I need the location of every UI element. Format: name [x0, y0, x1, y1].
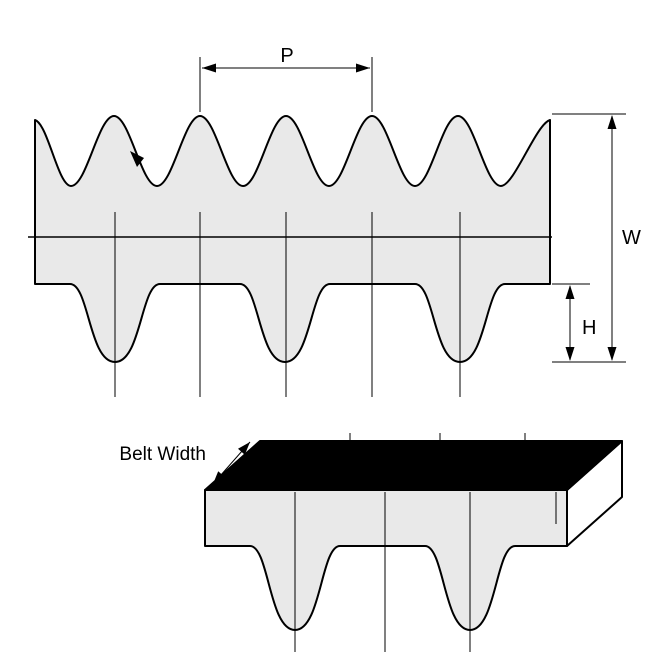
- belt-width-label: Belt Width: [119, 444, 206, 465]
- pitch-dimension: [199, 57, 373, 112]
- arrowhead-down-icon: [607, 347, 617, 361]
- tooth-height-dimension: [552, 283, 590, 361]
- arrowhead-up-icon: [565, 285, 575, 299]
- belt-width-arrow: [212, 441, 251, 485]
- arrowhead-up-icon: [607, 115, 617, 129]
- belt-cross-section-figure: P W H: [28, 45, 641, 397]
- tooth-centerlines: [114, 212, 461, 397]
- pitch-label: P: [280, 45, 293, 67]
- arrowhead-right-icon: [356, 63, 370, 73]
- arrowhead-down-icon: [565, 347, 575, 361]
- belt-front-face: [204, 489, 568, 631]
- back-edge-ticks: [349, 433, 526, 449]
- surface-arrow-icon: [130, 151, 144, 167]
- front-face-centerlines: [294, 492, 557, 652]
- arrowhead-lower-icon: [213, 471, 225, 484]
- arrowhead-left-icon: [202, 63, 216, 73]
- belt-body-profile: [34, 115, 551, 363]
- belt-3d-figure: Belt Width: [119, 433, 623, 652]
- arrowhead-upper-icon: [238, 442, 250, 455]
- thickness-label: W: [622, 227, 641, 249]
- belt-top-face: [204, 440, 623, 491]
- thickness-dimension: [552, 113, 626, 363]
- tooth-height-label: H: [582, 317, 596, 339]
